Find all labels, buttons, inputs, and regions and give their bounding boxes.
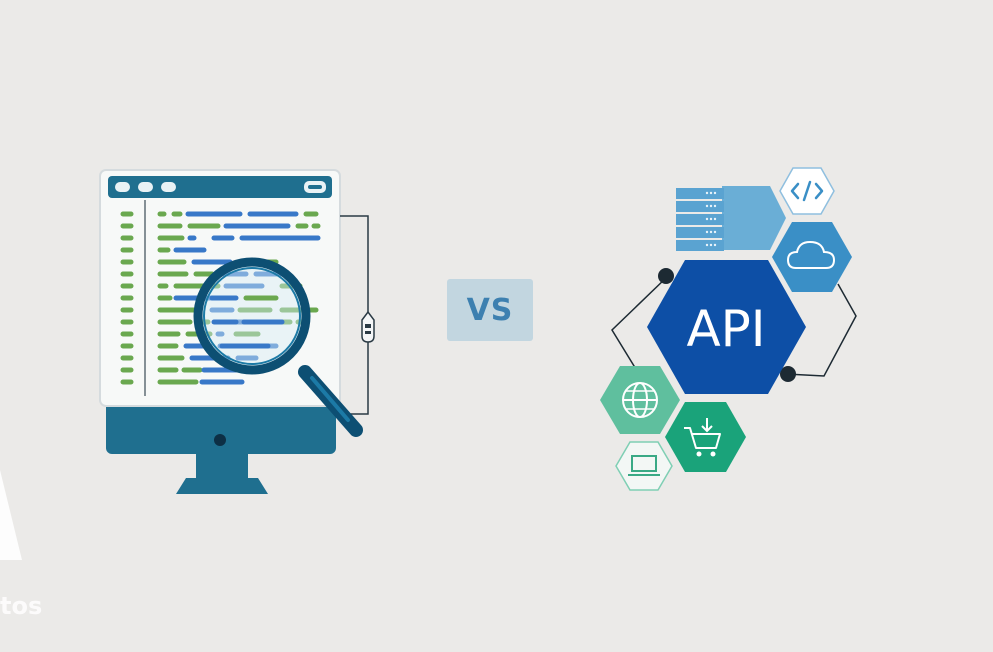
code-window-icon <box>99 169 341 494</box>
server-rack-icon <box>676 186 786 251</box>
shopping-cart-icon <box>665 402 746 472</box>
watermark-text: tos <box>0 592 43 620</box>
watermark-logo <box>0 470 22 560</box>
code-lines <box>157 211 321 385</box>
monitor-power-dot <box>214 434 226 446</box>
usb-cable-icon <box>340 215 375 415</box>
monitor-base <box>176 478 268 494</box>
monitor-bezel <box>106 396 336 454</box>
code-line-numbers <box>120 211 134 385</box>
vs-label: VS <box>466 292 514 328</box>
window-dot-3 <box>161 182 176 192</box>
api-hexagon: API <box>647 260 806 394</box>
connector-node-left <box>658 268 674 284</box>
api-label: API <box>686 300 765 358</box>
globe-icon <box>600 366 680 434</box>
window-dot-2 <box>138 182 153 192</box>
vs-badge: VS <box>447 279 533 341</box>
connector-node-right <box>780 366 796 382</box>
code-window-titlebar <box>108 176 332 198</box>
laptop-icon <box>615 441 673 491</box>
code-brackets-icon <box>779 167 835 215</box>
cloud-icon <box>772 222 852 292</box>
magnifier-icon <box>193 257 363 437</box>
monitor-neck <box>196 450 248 480</box>
window-dot-1 <box>115 182 130 192</box>
api-cluster: API <box>600 167 857 491</box>
